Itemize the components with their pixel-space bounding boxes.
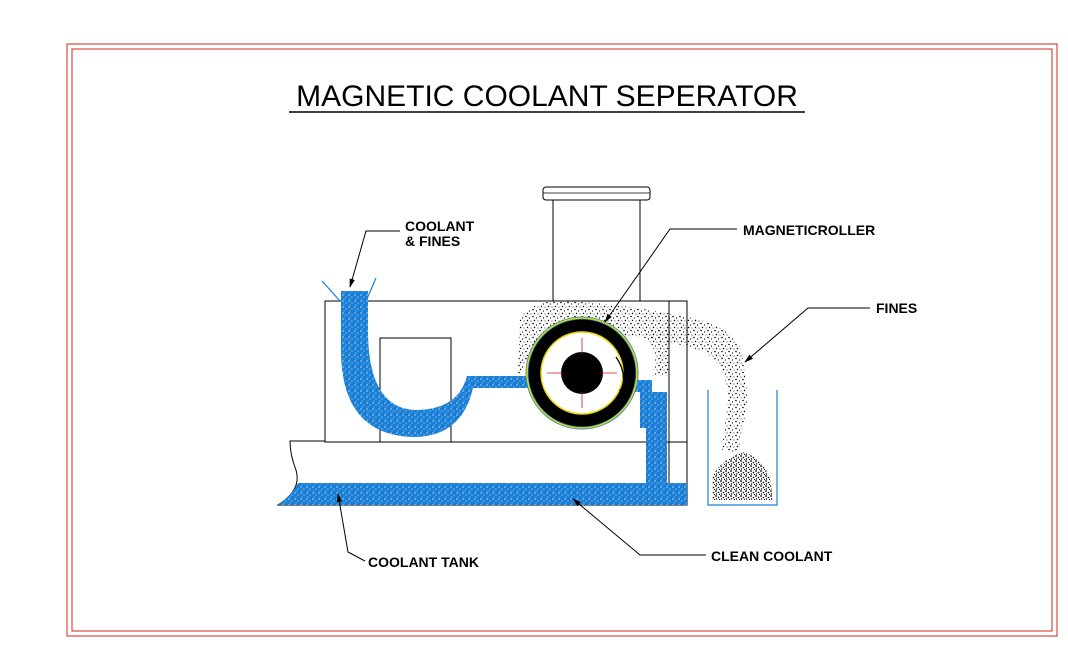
funnel-left — [321, 280, 341, 302]
clean-coolant-pool-edge — [278, 483, 298, 505]
label-fines: FINES — [876, 300, 917, 316]
fines-cloud — [518, 300, 748, 452]
drive-tower — [552, 199, 641, 302]
leader-magnetic-roller — [604, 228, 737, 323]
label-coolant-tank: COOLANT TANK — [368, 554, 479, 570]
rotation-arrow — [615, 356, 626, 400]
border-outer — [66, 43, 1058, 637]
leader-clean-coolant — [572, 498, 706, 556]
diagram-title: MAGNETIC COOLANT SEPERATOR — [296, 80, 798, 113]
coolant-downflow — [620, 380, 667, 483]
leader-coolant-fines — [349, 230, 400, 288]
drive-tower-cap — [542, 186, 651, 201]
label-coolant: COOLANT — [405, 218, 475, 234]
label-clean-coolant: CLEAN COOLANT — [711, 548, 833, 564]
fines-cloud-right-wall — [648, 330, 669, 376]
leader-fines — [744, 307, 870, 363]
leader-coolant-tank — [336, 493, 366, 562]
coolant-flow-u — [341, 291, 528, 437]
fines-bin — [707, 390, 778, 506]
label-magnetic-roller: MAGNETICROLLER — [743, 222, 875, 238]
magnetic-roller-hub-front — [563, 354, 601, 392]
clean-coolant-pool — [298, 483, 687, 505]
label-fines-line2: & FINES — [405, 233, 460, 249]
magnetic-roller-rim — [526, 317, 638, 429]
border-inner — [71, 48, 1053, 632]
fines-pile — [712, 452, 773, 500]
